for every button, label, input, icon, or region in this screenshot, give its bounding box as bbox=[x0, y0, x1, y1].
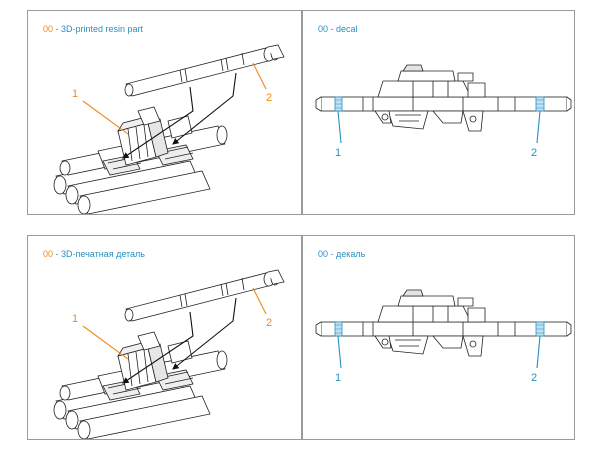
callout-2: 2 bbox=[266, 92, 272, 104]
resin-part-illustration: 1 2 bbox=[53, 269, 285, 439]
arrow-2 bbox=[172, 297, 237, 370]
leader-line-2 bbox=[252, 287, 267, 315]
caption-text: - декаль bbox=[328, 249, 366, 259]
leader-line-1 bbox=[337, 110, 342, 144]
decal-illustration: 1 2 bbox=[315, 64, 572, 159]
part-code: 00 bbox=[43, 24, 54, 34]
callout-2: 2 bbox=[531, 372, 537, 384]
arrow-2 bbox=[172, 72, 237, 145]
panel-caption: 00 - 3D-печатная деталь bbox=[43, 249, 145, 259]
callout-1: 1 bbox=[72, 313, 78, 325]
caption-text: - 3D-печатная деталь bbox=[53, 249, 145, 259]
decal-illustration: 1 2 bbox=[315, 289, 572, 384]
leader-line-1 bbox=[337, 335, 342, 369]
part-code: 00 bbox=[318, 249, 329, 259]
arrow-1 bbox=[122, 311, 194, 384]
panel-caption: 00 - decal bbox=[318, 24, 358, 34]
panel-resin-part-en: 00 - 3D-printed resin part 1 2 bbox=[27, 10, 302, 215]
part-code: 00 bbox=[43, 249, 54, 259]
callout-2: 2 bbox=[531, 147, 537, 159]
panel-caption: 00 - декаль bbox=[318, 249, 365, 259]
leader-line-2 bbox=[536, 335, 541, 369]
arrow-1 bbox=[122, 86, 194, 159]
resin-part-illustration: 1 2 bbox=[53, 44, 285, 214]
callout-2: 2 bbox=[266, 317, 272, 329]
callout-1: 1 bbox=[72, 88, 78, 100]
leader-line-1 bbox=[82, 325, 129, 360]
leader-line-2 bbox=[536, 110, 541, 144]
panel-resin-part-ru: 00 - 3D-печатная деталь 1 2 bbox=[27, 235, 302, 440]
leader-line-1 bbox=[82, 100, 129, 135]
callout-1: 1 bbox=[335, 372, 341, 384]
leader-line-2 bbox=[252, 62, 267, 90]
panel-decal-ru: 00 - декаль 1 2 bbox=[302, 235, 575, 440]
part-code: 00 bbox=[318, 24, 329, 34]
caption-text: - 3D-printed resin part bbox=[53, 24, 144, 34]
callout-1: 1 bbox=[335, 147, 341, 159]
caption-text: - decal bbox=[328, 24, 358, 34]
panel-caption: 00 - 3D-printed resin part bbox=[43, 24, 143, 34]
panel-decal-en: 00 - decal 1 2 bbox=[302, 10, 575, 215]
